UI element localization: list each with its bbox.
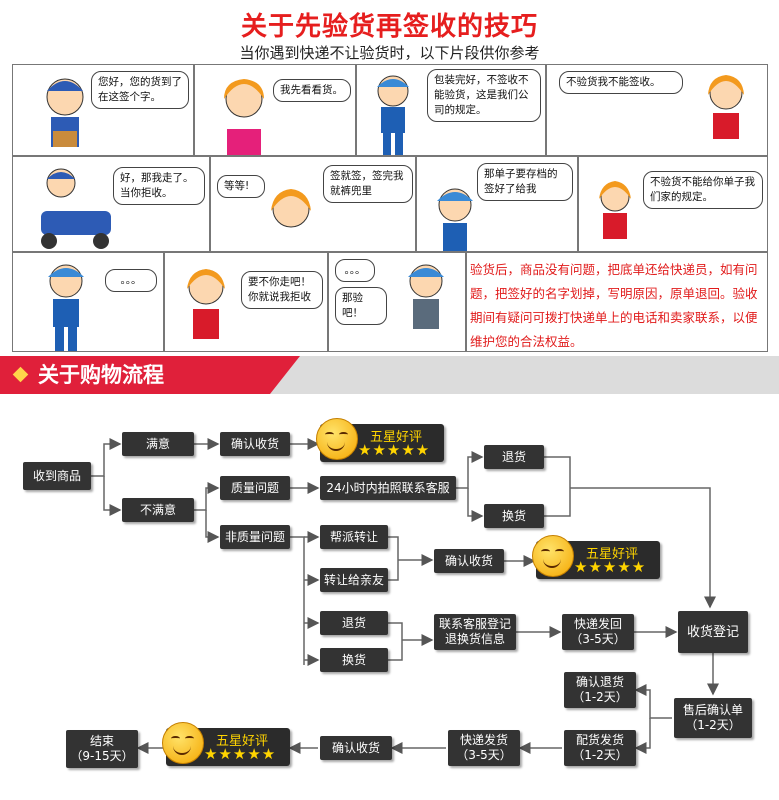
node-satisfied: 满意 (122, 432, 194, 456)
comic-panel-7: 那单子要存档的签好了给我 (416, 156, 578, 252)
courier-figure (48, 264, 84, 351)
section-title: 关于购物流程 (38, 363, 164, 387)
girl-figure (271, 189, 311, 228)
node-after-sale-confirm: 售后确认单 （1-2天） (674, 698, 752, 738)
courier-figure (437, 188, 473, 251)
node-exchange-2: 换货 (320, 648, 388, 672)
node-ship-goods: 配货发货 （1-2天） (564, 730, 636, 766)
node-contact-service-24h: 24小时内拍照联系客服 (320, 476, 456, 500)
smiley-icon (162, 722, 204, 764)
node-unsatisfied: 不满意 (122, 498, 194, 522)
node-end: 结束 （9-15天） (66, 730, 138, 768)
five-star-label: 五星好评 (370, 430, 423, 445)
page-title: 关于先验货再签收的技巧 (240, 12, 538, 42)
girl-figure (187, 269, 225, 339)
node-confirm-receipt-2: 确认收货 (434, 549, 504, 573)
node-confirm-receipt-3: 确认收货 (320, 736, 392, 760)
speech-bubble: 等等! (217, 175, 265, 198)
comic-panel-tips (466, 252, 768, 352)
five-star-label: 五星好评 (216, 734, 269, 749)
node-receipt-register: 收货登记 (678, 611, 748, 653)
node-transfer-friend: 转让给亲友 (320, 568, 388, 592)
smiley-icon (316, 418, 358, 460)
courier-figure (377, 75, 409, 155)
section-header-tab (0, 356, 300, 394)
speech-bubble: 好，那我走了。当你拒收。 (113, 167, 205, 205)
five-star-badge-3: 五星好评 ★★★★★ (162, 722, 290, 766)
girl-figure (708, 75, 744, 139)
smiley-icon (532, 535, 574, 577)
node-express-ship: 快递发货 （3-5天） (448, 730, 520, 766)
speech-bubble: 那单子要存档的签好了给我 (477, 163, 573, 201)
speech-bubble: 。。。 (105, 269, 157, 292)
node-express-return: 快递发回 （3-5天） (562, 614, 634, 650)
five-star-badge-2: 五星好评 ★★★★★ (532, 535, 660, 579)
five-star-label: 五星好评 (586, 547, 639, 562)
girl-figure (599, 181, 631, 239)
comic-panel-2: 我先看看货。 (194, 64, 356, 156)
star-rating-icon: ★★★★★ (204, 745, 277, 763)
speech-bubble: 不验货我不能签收。 (559, 71, 683, 94)
page-subtitle: 当你遇到快递不让验货时，以下片段供你参考 (239, 44, 540, 62)
comic-panel-11: 。。。 那验吧！ (328, 252, 466, 352)
speech-bubble: 不验货不能给你单子我们家的规定。 (643, 171, 763, 209)
star-rating-icon: ★★★★★ (358, 441, 431, 459)
node-non-quality-issue: 非质量问题 (220, 525, 290, 549)
node-confirm-receipt-1: 确认收货 (220, 432, 290, 456)
tips-text: 验货后，商品没有问题，把底单还给快递员，如有问题，把签好的名字划掉，写明原因，原… (470, 262, 758, 349)
five-star-badge-1: 五星好评 ★★★★★ (316, 418, 444, 462)
girl-figure (224, 79, 264, 155)
scooter-figure (41, 168, 111, 249)
node-register-return-info: 联系客服登记 退换货信息 (434, 614, 516, 650)
comic-panel-10: 要不你走吧！你就说我拒收 (164, 252, 328, 352)
comic-panel-6: 等等! 签就签，签完我就裤兜里 (210, 156, 416, 252)
comic-panel-9: 。。。 (12, 252, 164, 352)
speech-bubble: 。。。 (335, 259, 375, 282)
speech-bubble: 签就签，签完我就裤兜里 (323, 165, 413, 203)
node-receive-goods: 收到商品 (23, 462, 91, 490)
node-return-2: 退货 (320, 611, 388, 635)
speech-bubble: 我先看看货。 (273, 79, 351, 102)
node-quality-issue: 质量问题 (220, 476, 290, 500)
courier-figure (408, 264, 444, 329)
comic-panel-1: 您好，您的货到了在这签个字。 (12, 64, 194, 156)
speech-bubble: 要不你走吧！你就说我拒收 (241, 271, 323, 309)
node-return-1: 退货 (484, 445, 544, 469)
comic-panel-8: 不验货不能给你单子我们家的规定。 (578, 156, 768, 252)
comic-panel-4: 不验货我不能签收。 (546, 64, 768, 156)
comic-panel-5: 好，那我走了。当你拒收。 (12, 156, 210, 252)
comic-panel-3: 包装完好，不签收不能验货，这是我们公司的规定。 (356, 64, 546, 156)
node-confirm-return: 确认退货 （1-2天） (564, 672, 636, 708)
node-exchange-1: 换货 (484, 504, 544, 528)
speech-bubble: 您好，您的货到了在这签个字。 (91, 71, 189, 109)
speech-bubble: 包装完好，不签收不能验货，这是我们公司的规定。 (427, 69, 541, 122)
node-help-transfer: 帮派转让 (320, 525, 388, 549)
star-rating-icon: ★★★★★ (574, 558, 647, 576)
speech-bubble: 那验吧！ (335, 287, 387, 325)
courier-figure (46, 78, 84, 147)
